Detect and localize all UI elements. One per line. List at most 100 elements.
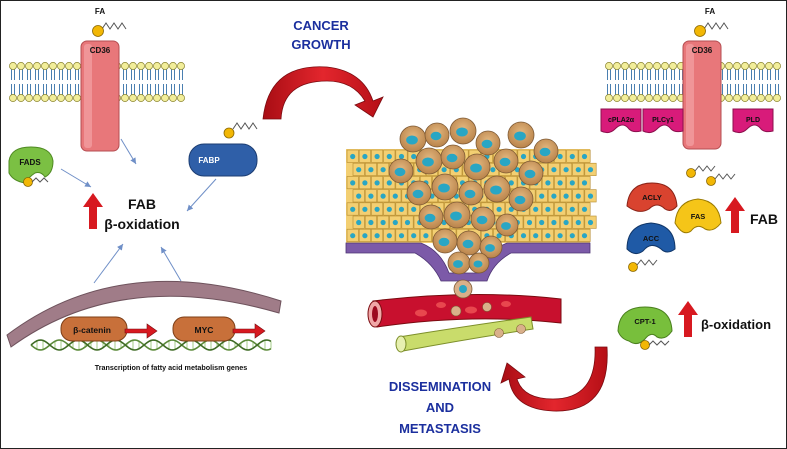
beta-catenin-factor: β-catenin bbox=[60, 316, 158, 342]
dissemination-title-2: AND bbox=[426, 400, 454, 415]
pld-enzyme: PLD bbox=[732, 108, 774, 134]
lipid-head bbox=[629, 62, 637, 70]
fa-left-label: FA bbox=[95, 7, 105, 16]
beta-oxidation-center-label: β-oxidation bbox=[104, 216, 179, 232]
cell-nucleus bbox=[374, 153, 380, 160]
tumor-nucleus bbox=[453, 260, 463, 268]
cell-nucleus bbox=[526, 219, 533, 226]
tumor-nucleus bbox=[476, 215, 488, 225]
cell-nucleus bbox=[356, 219, 362, 226]
cell-nucleus bbox=[368, 219, 374, 226]
lipid-head bbox=[49, 62, 57, 70]
lipid-head bbox=[65, 62, 73, 70]
lipid-head bbox=[757, 62, 765, 70]
cell-nucleus bbox=[533, 206, 539, 212]
acc-label: ACC bbox=[643, 234, 660, 243]
blood-vessel bbox=[367, 293, 562, 328]
cell-nucleus bbox=[411, 206, 417, 212]
lipid-head bbox=[629, 94, 637, 102]
cell-nucleus bbox=[569, 153, 575, 160]
cell-nucleus bbox=[392, 193, 398, 199]
fab-right-label: FAB bbox=[750, 211, 778, 227]
dna-strand bbox=[30, 339, 272, 351]
lipid-head bbox=[725, 62, 733, 70]
lipid-head bbox=[645, 94, 653, 102]
cell-nucleus bbox=[374, 206, 380, 212]
lipid-head bbox=[733, 94, 741, 102]
tumor-nucleus bbox=[514, 131, 526, 141]
lipid-head bbox=[645, 62, 653, 70]
cell-nucleus bbox=[496, 206, 502, 212]
cell-nucleus bbox=[386, 206, 392, 212]
acc-enzyme: ACC bbox=[626, 222, 676, 255]
cell-nucleus bbox=[551, 167, 557, 173]
cpla2a-label: cPLA2α bbox=[608, 117, 635, 124]
cell-nucleus bbox=[441, 167, 447, 173]
tumor-mass bbox=[388, 117, 559, 275]
transcription-caption: Transcription of fatty acid metabolism g… bbox=[95, 363, 248, 372]
lipid-head bbox=[73, 94, 81, 102]
cell-nucleus bbox=[362, 180, 368, 186]
cell-nucleus bbox=[569, 233, 575, 239]
tumor-nucleus bbox=[456, 127, 468, 137]
cell-nucleus bbox=[587, 219, 594, 226]
cell-nucleus bbox=[575, 219, 581, 226]
cell-nucleus bbox=[557, 206, 563, 212]
lipid-head bbox=[749, 94, 757, 102]
cell-nucleus bbox=[569, 180, 575, 186]
lipid-head bbox=[161, 62, 169, 70]
dna-backbone bbox=[30, 339, 272, 351]
up-arrow-beta-ox bbox=[678, 301, 698, 337]
tumor-nucleus bbox=[430, 131, 442, 141]
tumor-nucleus bbox=[524, 169, 536, 179]
cell-nucleus bbox=[380, 167, 386, 173]
lipid-head bbox=[169, 62, 177, 70]
cell-nucleus bbox=[563, 219, 569, 226]
cell-nucleus bbox=[386, 153, 392, 160]
lipid-head bbox=[57, 62, 65, 70]
cpla2a-enzyme: cPLA2α bbox=[600, 108, 642, 134]
acly-enzyme: ACLY bbox=[626, 182, 678, 212]
plcy1-label: PLCγ1 bbox=[652, 117, 674, 124]
lipid-head bbox=[49, 94, 57, 102]
myc-factor: MYC bbox=[172, 316, 266, 342]
cell-nucleus bbox=[587, 167, 594, 173]
cd36-receptor-right: CD36 bbox=[682, 40, 722, 150]
lipid-head bbox=[121, 62, 129, 70]
cancer-growth-title-1: CANCER bbox=[293, 18, 349, 33]
lipid-head bbox=[669, 94, 677, 102]
cell-nucleus bbox=[557, 180, 563, 186]
cell-nucleus bbox=[398, 233, 405, 239]
cell-nucleus bbox=[350, 153, 356, 160]
cell-nucleus bbox=[362, 233, 368, 239]
tumor-nucleus bbox=[462, 239, 474, 249]
fatty-acid-right: FA bbox=[694, 7, 729, 37]
cell-nucleus bbox=[374, 180, 380, 186]
cell-nucleus bbox=[350, 206, 356, 212]
cpt1-enzyme: CPT-1 bbox=[617, 306, 673, 350]
lymphatic-vessel bbox=[395, 316, 534, 353]
myc-label: MYC bbox=[195, 325, 214, 335]
cell-nucleus bbox=[533, 233, 539, 239]
lipid-head bbox=[145, 94, 153, 102]
fatty-acids-right-floating bbox=[628, 165, 736, 272]
cpt1-label: CPT-1 bbox=[634, 317, 655, 326]
dissemination-title-3: METASTASIS bbox=[399, 421, 481, 436]
up-arrow-fab bbox=[725, 197, 745, 233]
cell-nucleus bbox=[398, 206, 405, 212]
cell-nucleus bbox=[545, 233, 551, 239]
cell-nucleus bbox=[557, 153, 563, 160]
lipid-head bbox=[25, 94, 33, 102]
plcy1-enzyme: PLCγ1 bbox=[642, 108, 684, 134]
tumor-nucleus bbox=[481, 139, 493, 149]
fab-right: FAB bbox=[725, 197, 778, 233]
lipid-head bbox=[653, 94, 661, 102]
cell-nucleus bbox=[374, 233, 380, 239]
lipid-head bbox=[669, 62, 677, 70]
thin-arrows-left bbox=[60, 138, 217, 284]
tumor-nucleus bbox=[438, 183, 450, 193]
lipid-head bbox=[765, 62, 773, 70]
cell-nucleus bbox=[563, 193, 569, 199]
cell-nucleus bbox=[581, 180, 588, 186]
lipid-head bbox=[17, 94, 25, 102]
